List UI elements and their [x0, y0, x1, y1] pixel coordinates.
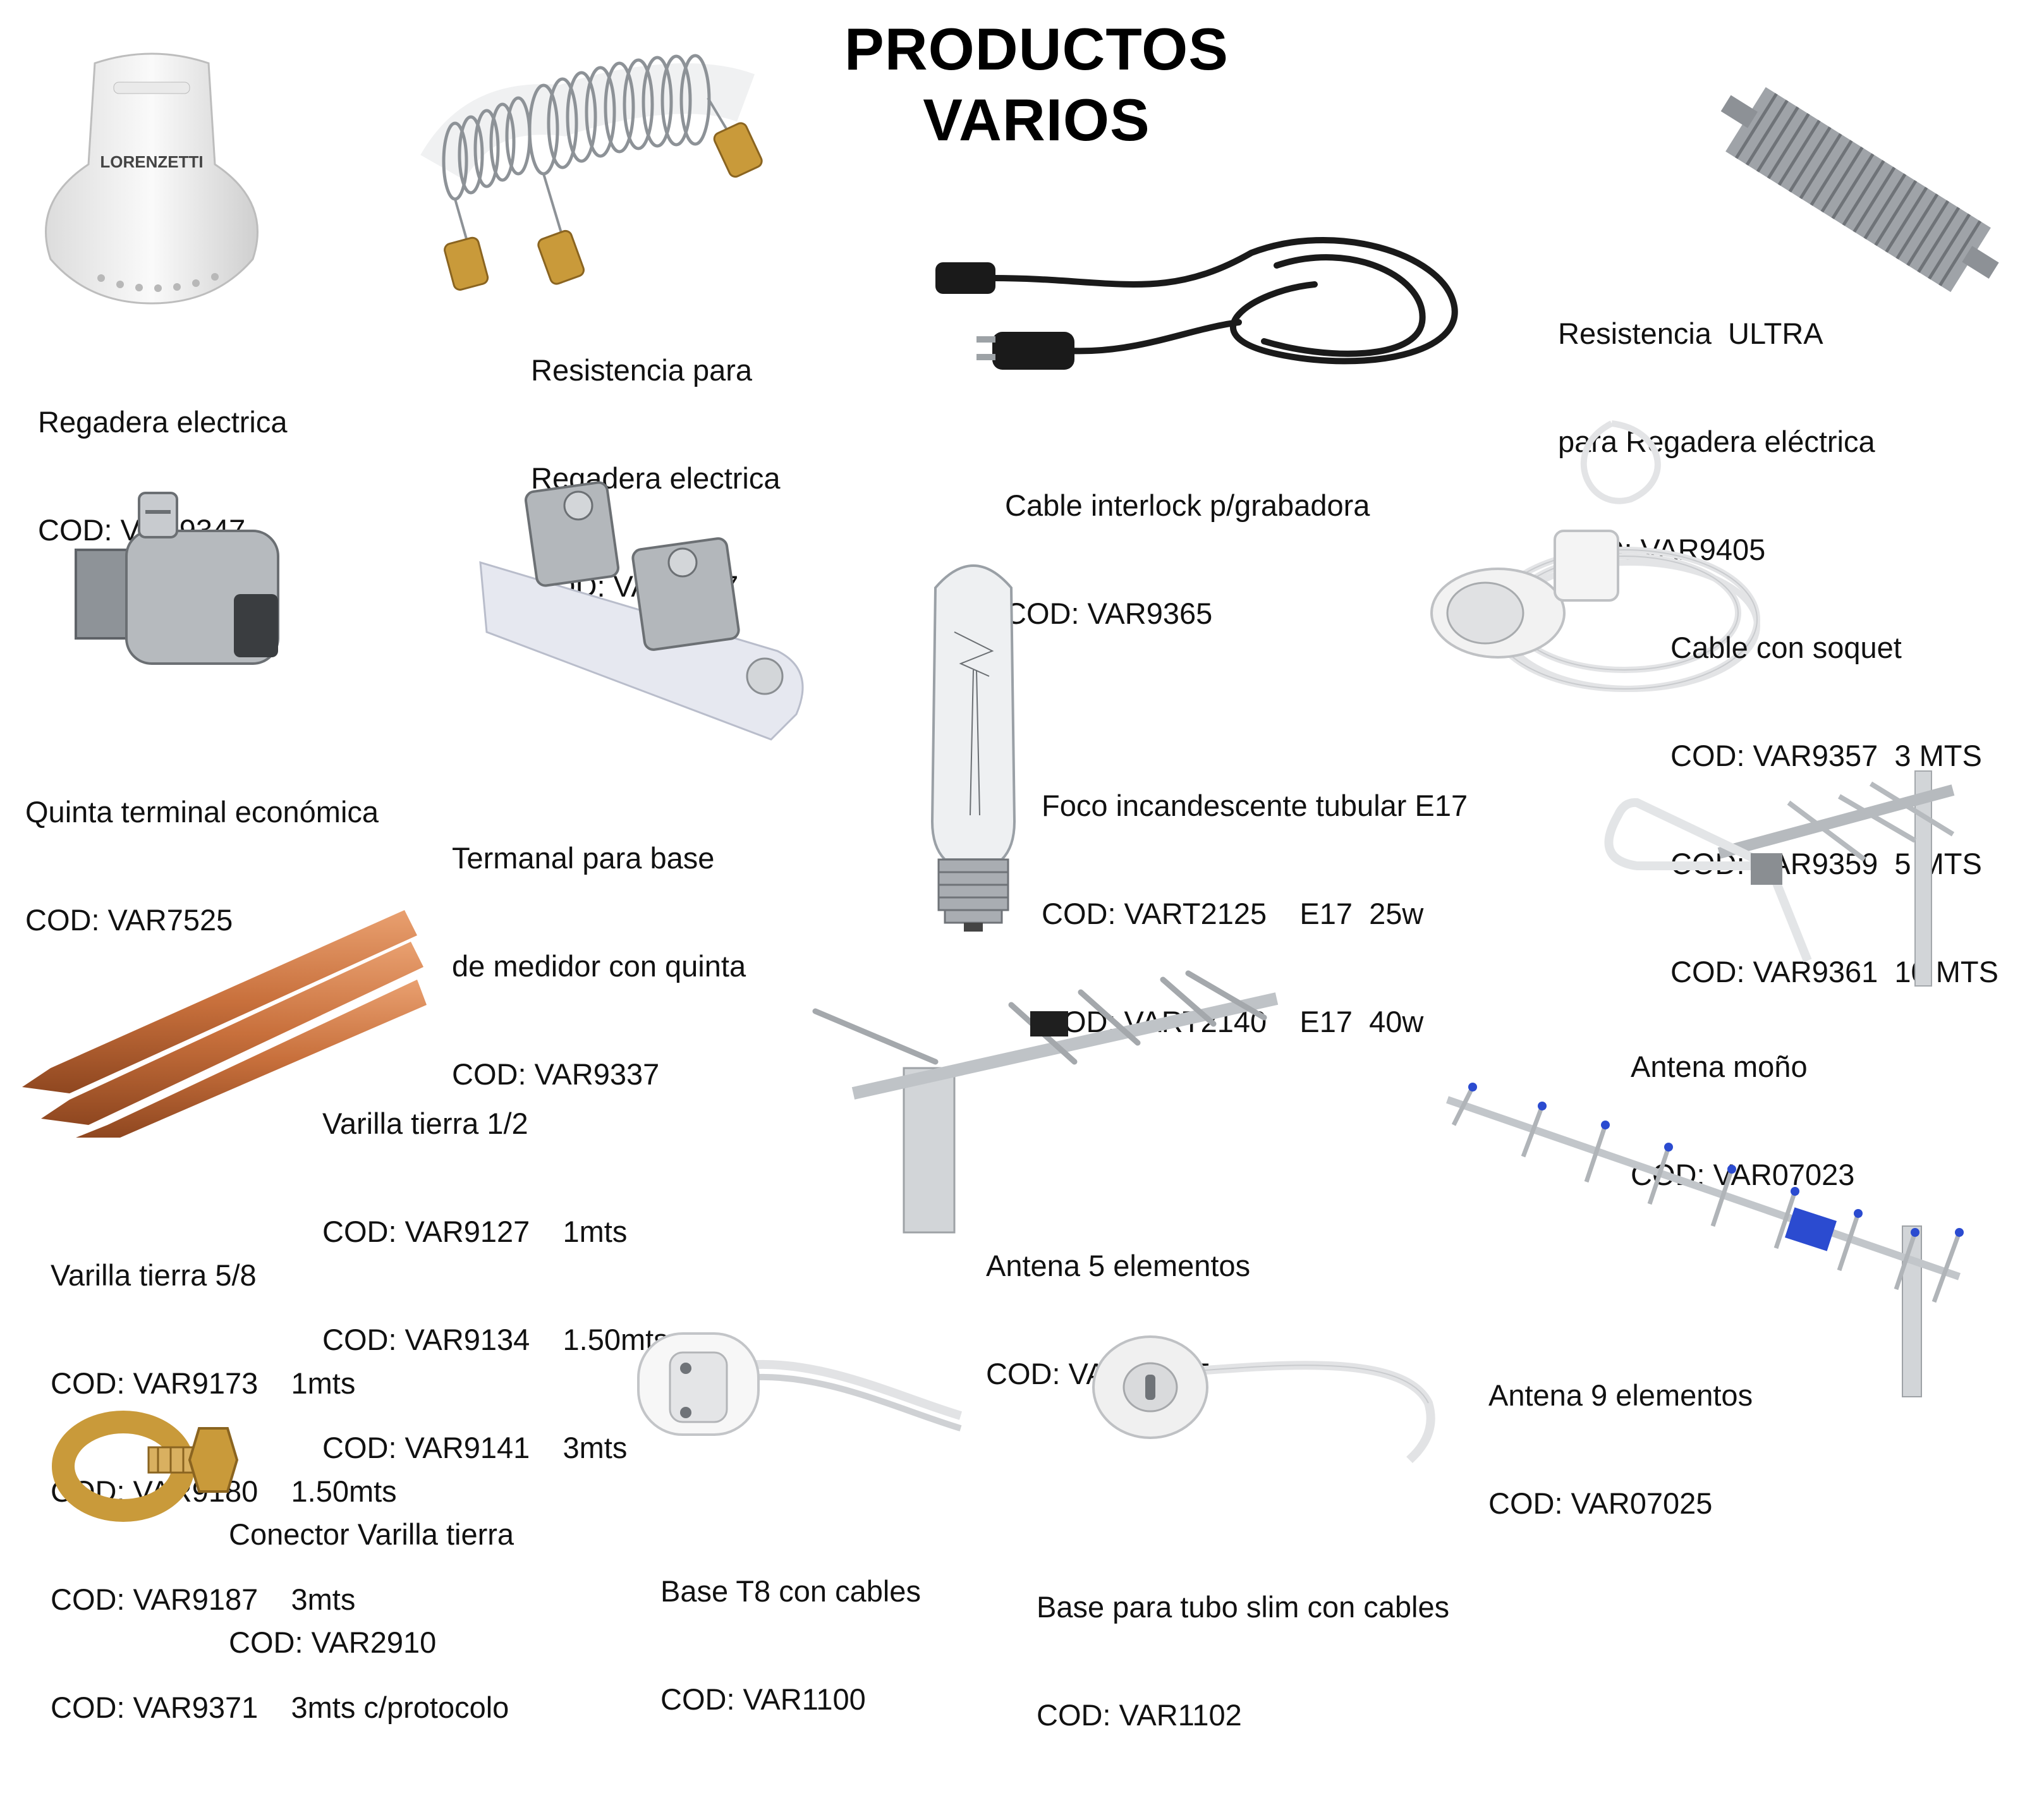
product-caption-varilla-12: Varilla tierra 1/2 COD: VAR9127 1mts COD…: [322, 1033, 669, 1538]
product-code: COD: VAR7525: [25, 903, 233, 937]
yagi-9-antenna-icon: [1435, 1083, 1978, 1397]
product-code: COD: VAR2910: [229, 1626, 437, 1659]
product-caption-cable-soquet: Cable con soquet COD: VAR9357 3 MTS COD:…: [1670, 557, 1998, 1062]
product-caption-base-t8: Base T8 con cables COD: VAR1100: [660, 1501, 921, 1789]
product-code: COD: VAR9141 3mts: [322, 1431, 628, 1464]
product-caption-terminal-medidor: Termanal para base de medidor con quinta…: [452, 768, 746, 1164]
title-line-1: PRODUCTOS: [844, 16, 1229, 82]
product-name: Antena 9 elementos: [1488, 1378, 1753, 1412]
product-caption-quinta-terminal: Quinta terminal económica COD: VAR7525: [25, 722, 379, 1010]
terminal-clamp-icon: [57, 480, 310, 695]
product-name: Varilla tierra 1/2: [322, 1107, 528, 1140]
product-code: COD: VAR9134 1.50mts: [322, 1323, 669, 1356]
product-name: Quinta terminal económica: [25, 795, 379, 829]
product-name: Antena 5 elementos: [986, 1249, 1251, 1282]
shower-heater-icon: LORENZETTI: [25, 44, 278, 310]
ground-rods-icon: [13, 897, 430, 1138]
product-name: Resistencia para: [531, 353, 753, 387]
coil-resistor-icon: [420, 54, 784, 294]
t8-base-icon: [632, 1321, 967, 1441]
product-caption-base-slim: Base para tubo slim con cables COD: VAR1…: [1037, 1517, 1449, 1805]
product-name: Base T8 con cables: [660, 1574, 921, 1608]
product-code: COD: VAR9173 1mts: [51, 1366, 356, 1400]
product-caption-antena-9: Antena 9 elementos COD: VAR07025: [1488, 1305, 1753, 1593]
brand-label: LORENZETTI: [100, 152, 203, 171]
product-name: Foco incandescente tubular E17: [1042, 789, 1468, 822]
power-cable-icon: [923, 228, 1479, 379]
yagi-5-antenna-icon: [809, 970, 1289, 1234]
product-code: COD: VAR9127 1mts: [322, 1215, 628, 1248]
bowtie-antenna-icon: [1599, 770, 1991, 987]
product-name: Regadera electrica: [38, 405, 288, 439]
product-name: Cable con soquet: [1670, 631, 1902, 664]
socket-cable-icon: [1422, 411, 1776, 708]
product-name: Conector Varilla tierra: [229, 1517, 514, 1551]
product-code: COD: VAR9361 10 MTS: [1670, 955, 1998, 988]
product-name: Antena moño: [1631, 1050, 1808, 1083]
meter-terminal-icon: [474, 442, 815, 758]
product-caption-cable-interlock: Cable interlock p/grabadora COD: VAR9365: [1005, 415, 1370, 703]
product-line: de medidor con quinta: [452, 949, 746, 983]
product-caption-conector: Conector Varilla tierra COD: VAR2910: [229, 1444, 514, 1732]
catalog-page: PRODUCTOS VARIOS LORENZETTI Regadera ele…: [13, 14, 2016, 1732]
tubular-bulb-icon: [910, 544, 1037, 935]
product-code: COD: VAR9365: [1005, 597, 1213, 630]
page-title: PRODUCTOS VARIOS: [815, 14, 1258, 155]
slim-base-icon: [1087, 1327, 1435, 1466]
product-code: COD: VAR1100: [660, 1682, 866, 1716]
product-code: COD: VAR1102: [1037, 1698, 1242, 1732]
product-name: Base para tubo slim con cables: [1037, 1590, 1450, 1624]
product-code: COD: VAR9337: [452, 1057, 660, 1091]
flat-resistor-icon: [1700, 25, 2016, 354]
product-code: COD: VART2125 E17 25w: [1042, 897, 1424, 930]
rod-connector-icon: [52, 1403, 239, 1522]
product-name: Varilla tierra 5/8: [51, 1258, 257, 1292]
product-code: COD: VAR9357 3 MTS: [1670, 739, 1982, 772]
product-code: COD: VAR07025: [1488, 1486, 1713, 1520]
product-name: Resistencia ULTRA: [1558, 317, 1823, 350]
product-name: Cable interlock p/grabadora: [1005, 489, 1370, 522]
title-line-2: VARIOS: [923, 87, 1150, 153]
product-name: Termanal para base: [452, 841, 715, 875]
